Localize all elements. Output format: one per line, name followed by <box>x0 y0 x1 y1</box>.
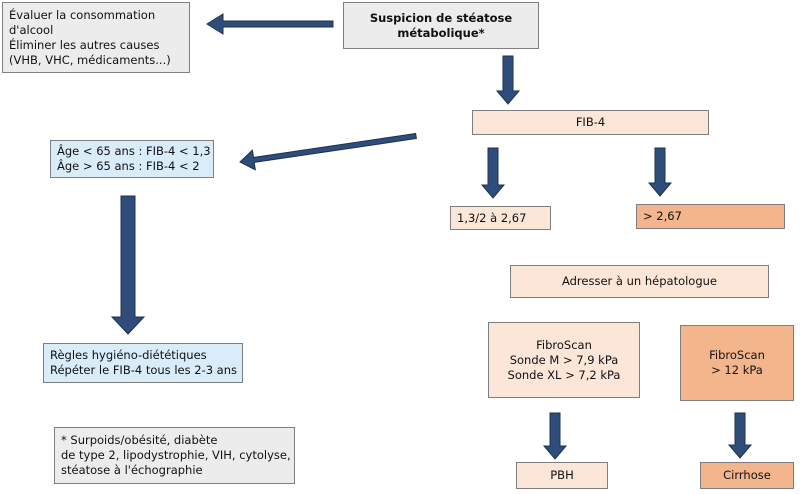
node-cirrhosis: Cirrhose <box>700 462 794 489</box>
node-lifestyle-line-1: Règles hygiéno-diététiques <box>50 348 207 362</box>
node-footnote: * Surpoids/obésité, diabète de type 2, l… <box>54 427 295 484</box>
node-pbh-line-1: PBH <box>550 468 574 482</box>
arrow-suspicion-to-alcohol <box>206 13 334 35</box>
node-suspicion: Suspicion de stéatose métabolique* <box>343 2 539 49</box>
node-fibroscan-moderate-line-1: FibroScan <box>536 337 592 352</box>
node-fibroscan-high: FibroScan > 12 kPa <box>680 325 794 401</box>
node-alcohol-line-1: Évaluer la consommation <box>9 7 156 22</box>
arrow-age-to-lifestyle <box>110 195 146 335</box>
node-footnote-line-3: stéatose à l'échographie <box>61 463 203 477</box>
node-fibroscan-moderate: FibroScan Sonde M > 7,9 kPa Sonde XL > 7… <box>488 322 640 398</box>
node-lifestyle: Règles hygiéno-diététiques Répéter le FI… <box>43 343 243 383</box>
arrow-fibroscan-moderate-to-pbh <box>542 412 568 460</box>
node-footnote-line-1: * Surpoids/obésité, diabète <box>61 433 218 447</box>
node-age-thresholds-line-2: Âge > 65 ans : FIB-4 < 2 <box>57 159 200 173</box>
node-high-line-1: > 2,67 <box>643 209 682 223</box>
node-alcohol-line-3: Éliminer les autres causes <box>9 37 160 52</box>
node-alcohol: Évaluer la consommation d'alcool Élimine… <box>2 2 190 73</box>
node-suspicion-line-2: métabolique* <box>397 25 485 40</box>
arrow-suspicion-to-fib4 <box>495 55 521 105</box>
node-fibroscan-high-line-2: > 12 kPa <box>711 363 763 377</box>
node-fib4-line-1: FIB-4 <box>575 115 606 129</box>
node-intermediate-line-1: 1,3/2 à 2,67 <box>457 210 527 225</box>
node-fibroscan-moderate-line-2: Sonde M > 7,9 kPa <box>509 352 619 367</box>
node-alcohol-line-4: (VHB, VHC, médicaments...) <box>9 52 171 67</box>
arrow-fib4-to-high <box>647 147 673 197</box>
node-footnote-line-2: de type 2, lipodystrophie, VIH, cytolyse… <box>61 448 291 462</box>
arrow-fib4-to-intermediate <box>480 147 506 199</box>
node-fibroscan-high-line-1: FibroScan <box>709 348 765 362</box>
node-intermediate: 1,3/2 à 2,67 <box>450 206 551 230</box>
node-pbh: PBH <box>516 462 608 489</box>
node-hepatologist: Adresser à un hépatologue <box>510 265 769 298</box>
node-lifestyle-line-2: Répéter le FIB-4 tous les 2-3 ans <box>50 363 237 377</box>
node-high: > 2,67 <box>636 204 785 229</box>
node-fib4: FIB-4 <box>472 110 709 135</box>
node-age-thresholds-line-1: Âge < 65 ans : FIB-4 < 1,3 <box>57 144 211 158</box>
node-hepatologist-line-1: Adresser à un hépatologue <box>561 274 718 288</box>
node-suspicion-line-1: Suspicion de stéatose <box>369 10 513 25</box>
node-alcohol-line-2: d'alcool <box>9 22 54 37</box>
arrow-fibroscan-high-to-cirrhosis <box>727 412 753 459</box>
node-age-thresholds: Âge < 65 ans : FIB-4 < 1,3 Âge > 65 ans … <box>50 140 214 178</box>
arrow-fib4-to-age-thresholds <box>239 132 417 171</box>
node-cirrhosis-line-1: Cirrhose <box>723 468 771 482</box>
node-fibroscan-moderate-line-3: Sonde XL > 7,2 kPa <box>507 367 621 382</box>
